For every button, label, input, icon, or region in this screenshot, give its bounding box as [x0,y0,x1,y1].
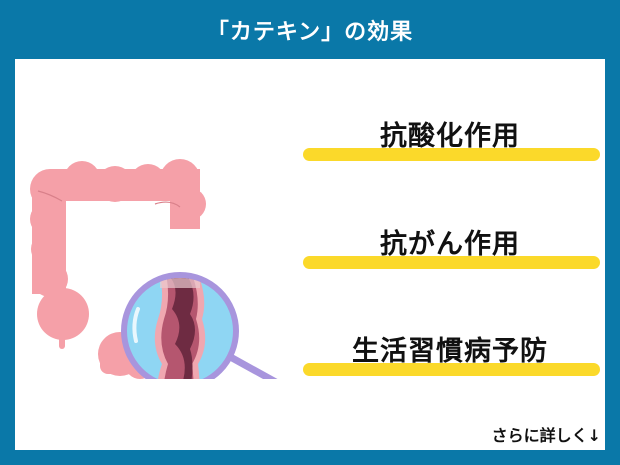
page-title: 「カテキン」の効果 [206,19,414,45]
effect-label: 抗酸化作用 [380,121,520,152]
content-panel: 抗酸化作用 抗がん作用 生活習慣病予防 さらに詳しく↓ [15,59,605,450]
read-more-link[interactable]: さらに詳しく↓ [491,426,601,445]
highlight-bar [303,363,600,376]
effect-label: 生活習慣病予防 [352,336,548,367]
effect-item-anticancer: 抗がん作用 [300,222,600,282]
effect-item-antioxidant: 抗酸化作用 [300,114,600,174]
highlight-bar [303,256,600,269]
magnifier-handle [221,350,278,379]
effect-label: 抗がん作用 [380,229,520,260]
intestine-icon [30,159,206,379]
effect-item-lifestyle-disease-prevention: 生活習慣病予防 [300,329,600,389]
intestine-magnifier-illustration [30,159,278,379]
highlight-bar [303,148,600,161]
